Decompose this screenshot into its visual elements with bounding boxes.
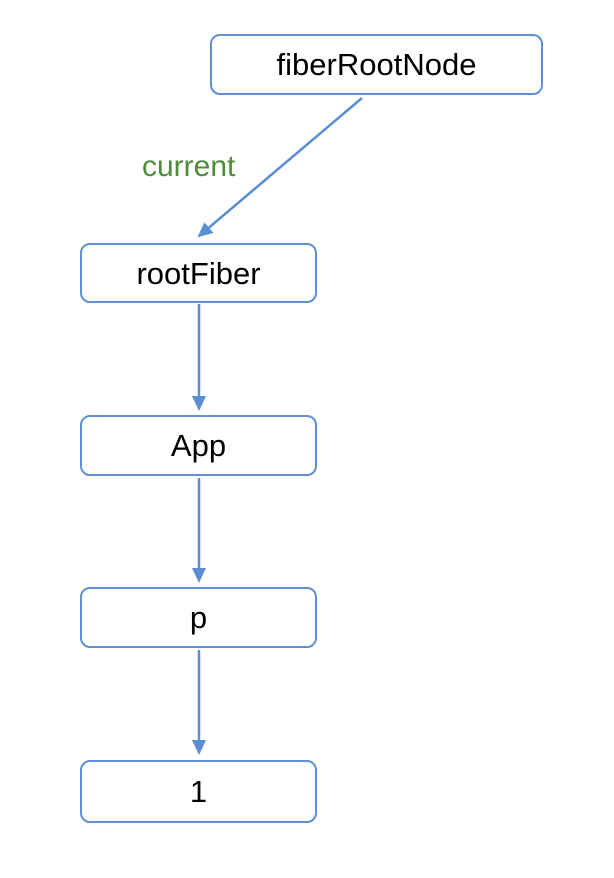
edge-label-current: current [142, 150, 236, 183]
node-p: p [80, 587, 317, 648]
node-rootfiber: rootFiber [80, 243, 317, 303]
node-fiberrootnode: fiberRootNode [210, 34, 543, 95]
node-1: 1 [80, 760, 317, 823]
node-app: App [80, 415, 317, 476]
